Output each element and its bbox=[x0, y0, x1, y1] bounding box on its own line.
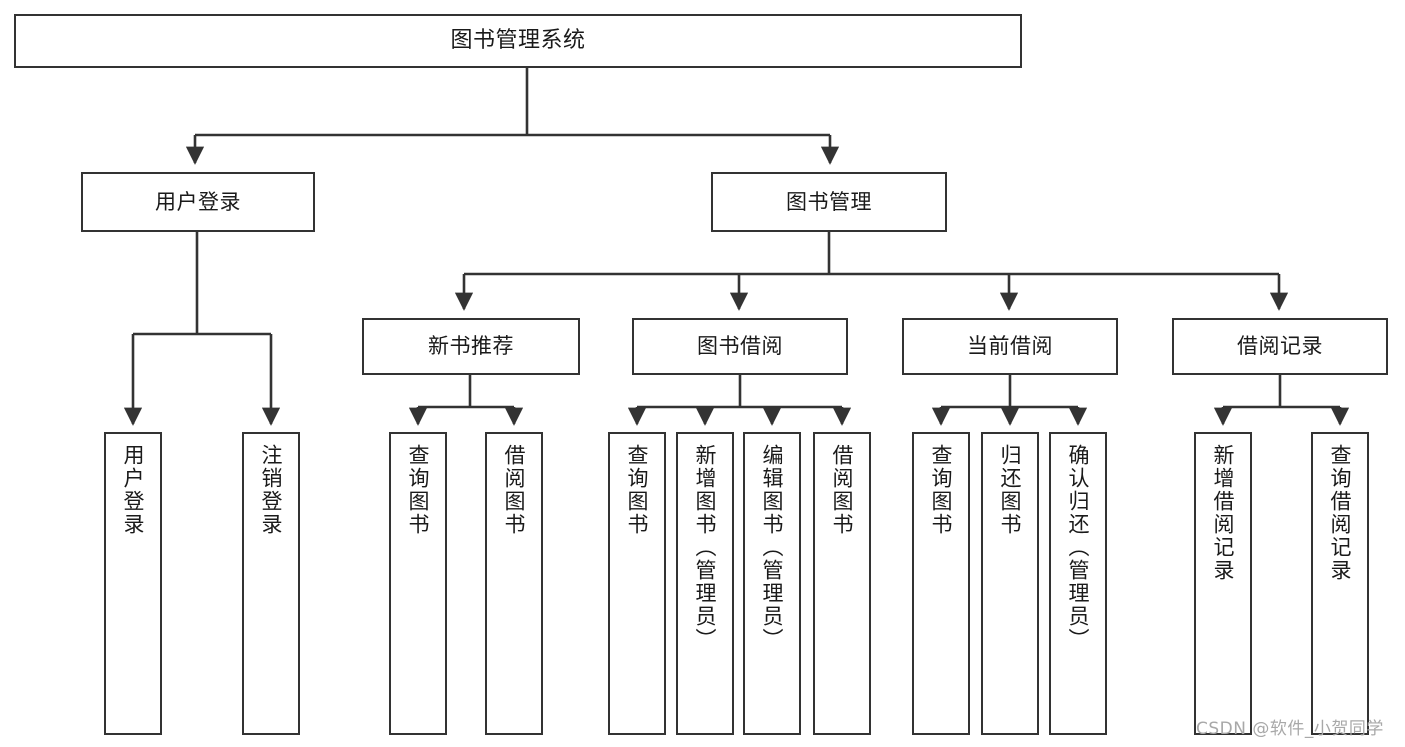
node-label: 图书管理系统 bbox=[450, 28, 586, 54]
csdn-watermark: CSDN @软件_小贺同学 bbox=[1196, 719, 1384, 739]
node-label: 新书推荐 bbox=[428, 334, 514, 359]
node-root-system[interactable]: 图书管理系统 bbox=[14, 14, 1022, 68]
node-label: 图书管理 bbox=[786, 189, 872, 214]
leaf-user-login-logout[interactable]: 注销登录 bbox=[242, 432, 300, 735]
leaf-book-borrow-query[interactable]: 查询图书 bbox=[608, 432, 666, 735]
leaf-book-borrow-borrow[interactable]: 借阅图书 bbox=[813, 432, 871, 735]
node-book-management[interactable]: 图书管理 bbox=[711, 172, 947, 232]
node-label: 用户登录 bbox=[121, 444, 146, 536]
node-label: 当前借阅 bbox=[967, 334, 1053, 359]
node-label: 查询图书 bbox=[625, 444, 650, 536]
node-user-login[interactable]: 用户登录 bbox=[81, 172, 315, 232]
node-label: 查询图书 bbox=[406, 444, 431, 536]
node-label: 借阅记录 bbox=[1237, 334, 1323, 359]
leaf-current-borrow-return[interactable]: 归还图书 bbox=[981, 432, 1039, 735]
node-label: 图书借阅 bbox=[697, 334, 783, 359]
node-label: 借阅图书 bbox=[830, 444, 855, 536]
node-new-book-recommend[interactable]: 新书推荐 bbox=[362, 318, 580, 375]
node-label: 编辑图书（管理员） bbox=[760, 444, 785, 651]
leaf-borrow-record-query[interactable]: 查询借阅记录 bbox=[1311, 432, 1369, 735]
node-label: 注销登录 bbox=[259, 444, 284, 536]
node-label: 借阅图书 bbox=[502, 444, 527, 536]
leaf-current-borrow-confirm-return[interactable]: 确认归还（管理员） bbox=[1049, 432, 1107, 735]
node-current-borrow[interactable]: 当前借阅 bbox=[902, 318, 1118, 375]
node-label: 新增借阅记录 bbox=[1211, 444, 1236, 582]
node-label: 查询借阅记录 bbox=[1328, 444, 1353, 582]
node-label: 确认归还（管理员） bbox=[1066, 444, 1091, 651]
node-book-borrow[interactable]: 图书借阅 bbox=[632, 318, 848, 375]
leaf-borrow-record-add[interactable]: 新增借阅记录 bbox=[1194, 432, 1252, 735]
leaf-user-login-login[interactable]: 用户登录 bbox=[104, 432, 162, 735]
leaf-new-book-borrow[interactable]: 借阅图书 bbox=[485, 432, 543, 735]
leaf-new-book-query[interactable]: 查询图书 bbox=[389, 432, 447, 735]
node-label: 查询图书 bbox=[929, 444, 954, 536]
node-label: 新增图书（管理员） bbox=[693, 444, 718, 651]
node-borrow-record[interactable]: 借阅记录 bbox=[1172, 318, 1388, 375]
leaf-current-borrow-query[interactable]: 查询图书 bbox=[912, 432, 970, 735]
node-label: 归还图书 bbox=[998, 444, 1023, 536]
leaf-book-borrow-add[interactable]: 新增图书（管理员） bbox=[676, 432, 734, 735]
leaf-book-borrow-edit[interactable]: 编辑图书（管理员） bbox=[743, 432, 801, 735]
node-label: 用户登录 bbox=[155, 189, 241, 214]
